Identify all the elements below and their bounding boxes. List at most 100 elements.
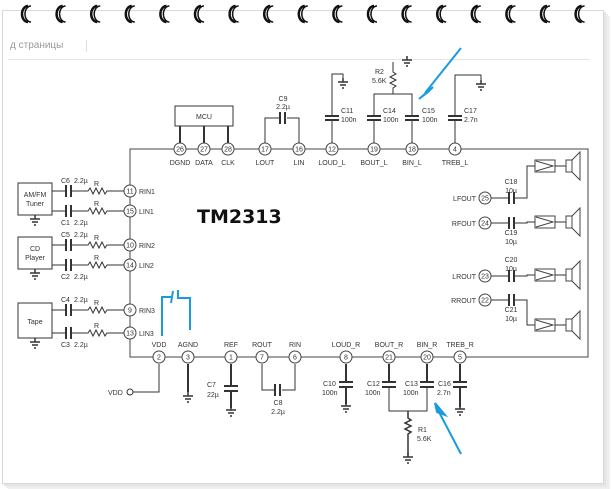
pin-vdd-number: 2 <box>157 355 161 362</box>
pin-bout_r-name: BOUT_R <box>375 342 403 349</box>
pin-lout-name: LOUT <box>256 160 275 167</box>
amplifier-triangle <box>535 216 555 228</box>
pin-rin1-name: RIN1 <box>139 189 155 196</box>
pin-clk-name: CLK <box>221 160 235 167</box>
pin-lfout-number: 25 <box>481 196 489 203</box>
pin-treb_r <box>453 350 467 364</box>
pin-ref-name: REF <box>224 342 238 349</box>
chip-title: TM2313 <box>197 206 282 228</box>
pin-rrout-number: 22 <box>481 298 489 305</box>
pin-lin2-number: 14 <box>126 263 134 270</box>
c10-value: 100n <box>322 390 338 397</box>
c5-value: 2.2µ <box>74 232 88 239</box>
pin-rout-number: 7 <box>260 355 264 362</box>
c11-ref: C11 <box>341 108 353 115</box>
pin-bin_r-number: 20 <box>423 355 431 362</box>
pin-data <box>197 142 211 156</box>
c1-value: 2.2µ <box>74 220 88 227</box>
chip-body <box>129 148 589 358</box>
spiral-ring <box>436 4 444 24</box>
pin-rin2-name: RIN2 <box>139 243 155 250</box>
pin-bout_r <box>382 350 396 364</box>
pin-rout <box>255 350 269 364</box>
pin-rrout-name: RROUT <box>451 298 477 305</box>
spiral-ring-inner <box>128 5 135 23</box>
c4-value: 2.2µ <box>74 297 88 304</box>
pin-lout-number: 17 <box>261 147 269 154</box>
ground-icon <box>402 56 412 67</box>
spiral-ring <box>470 4 479 24</box>
amplifier-triangle <box>535 160 555 172</box>
c9-ref: C9 <box>279 96 288 103</box>
pin-treb_r-number: 5 <box>458 355 462 362</box>
spiral-ring <box>159 4 167 24</box>
pin-rin3-number: 9 <box>128 308 132 315</box>
pin-loud_l-name: LOUD_L <box>318 160 345 167</box>
input-wire <box>52 186 124 196</box>
vdd-terminal-label: VDD <box>108 390 123 397</box>
c3-value: 2.2µ <box>74 342 88 349</box>
pin-lrout-number: 23 <box>481 274 489 281</box>
c11-value: 100n <box>341 117 357 124</box>
source-tape-label: Tape <box>27 319 42 326</box>
speaker-cone <box>571 309 581 341</box>
breadcrumb-divider <box>86 40 87 52</box>
source-tuner-label-2: Tuner <box>26 201 45 208</box>
ground-icon <box>403 453 413 464</box>
spiral-ring-inner <box>93 5 101 23</box>
spiral-ring <box>401 4 409 24</box>
input-wire <box>52 328 124 338</box>
pin-lin3-number: 13 <box>126 331 134 338</box>
speaker-cone <box>571 259 581 291</box>
c2-ref: C2 <box>61 274 70 281</box>
pin-loud_r-number: 8 <box>344 355 348 362</box>
annotation-capacitor-mark <box>161 290 191 336</box>
spiral-ring-inner <box>231 5 239 23</box>
pin-bout_l-number: 19 <box>370 147 378 154</box>
c10-ref: C10 <box>323 381 336 388</box>
header-divider <box>8 59 590 60</box>
pin-rin1-number: 11 <box>126 189 133 196</box>
c2-value: 2.2µ <box>74 274 88 281</box>
c18-ref: C18 <box>505 179 518 186</box>
input-wire <box>52 305 124 315</box>
ground-icon <box>30 338 40 349</box>
c17-ref: C17 <box>464 108 477 115</box>
pin-vdd <box>152 350 166 364</box>
c14-value: 100n <box>383 117 399 124</box>
spiral-ring <box>90 4 98 24</box>
pin-ref-number: 1 <box>229 355 233 362</box>
speaker-icon <box>565 268 573 282</box>
spiral-ring <box>263 4 271 24</box>
annotation-arrow-bottom <box>438 411 462 455</box>
c16-ref: C16 <box>438 381 451 388</box>
pin-dgnd-number: 26 <box>176 147 184 154</box>
spiral-ring <box>20 4 29 24</box>
c8-value: 2.2µ <box>271 409 285 416</box>
spiral-ring <box>297 4 306 24</box>
ground-icon <box>338 78 348 89</box>
speaker-cone <box>571 150 581 182</box>
spiral-ring <box>55 4 63 24</box>
pin-vdd-name: VDD <box>152 342 167 349</box>
spiral-ring <box>332 4 340 24</box>
spiral-ring <box>574 4 582 24</box>
spiral-ring-inner <box>474 5 481 23</box>
c21-value: 10µ <box>505 316 517 323</box>
c19-value: 10µ <box>505 239 517 246</box>
resistor-ref: R <box>94 181 99 188</box>
c13-value: 100n <box>403 390 419 397</box>
output-wire <box>491 299 535 326</box>
resistor-ref: R <box>94 323 99 330</box>
amplifier-triangle <box>535 319 555 331</box>
spiral-ring-inner <box>543 5 551 23</box>
r1-value: 5.6K <box>417 436 432 443</box>
breadcrumb[interactable]: д страницы <box>10 40 64 51</box>
c12-ref: C12 <box>367 381 380 388</box>
output-wire <box>491 165 535 199</box>
speaker-icon <box>565 215 573 229</box>
pin-loud_l-number: 12 <box>328 147 336 154</box>
c8-ref: C8 <box>274 400 283 407</box>
spiral-binding <box>20 4 585 24</box>
